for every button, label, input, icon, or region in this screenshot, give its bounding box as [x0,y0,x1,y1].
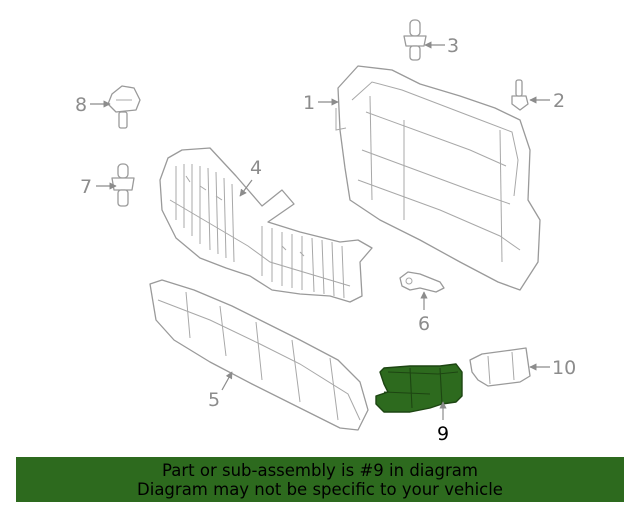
callout-6: 6 [418,291,430,335]
svg-text:7: 7 [80,176,92,198]
part-6-bracket [399,271,445,293]
svg-text:1: 1 [303,92,315,114]
svg-text:5: 5 [208,389,220,411]
part-1-frame [335,65,541,291]
part-2-clip [511,79,529,111]
svg-text:2: 2 [553,90,565,112]
callout-1: 1 [303,92,339,114]
svg-text:9: 9 [437,423,449,445]
callout-2: 2 [529,90,565,112]
svg-text:6: 6 [418,313,430,335]
part-7-bolt [111,163,135,207]
banner-line-disclaimer: Diagram may not be specific to your vehi… [137,479,503,499]
parts-diagram: 1 2 3 4 5 6 7 8 9 10 [75,19,576,445]
part-9-air-duct [375,363,463,413]
callout-8: 8 [75,94,111,116]
svg-text:8: 8 [75,94,87,116]
callout-5: 5 [208,371,233,411]
part-8-fastener [107,85,141,129]
banner-line-part: Part or sub-assembly is #9 in diagram [162,460,478,480]
callout-10: 10 [529,357,576,379]
part-4-grille [159,147,373,303]
svg-text:3: 3 [447,35,459,57]
callout-4: 4 [239,157,262,197]
svg-text:4: 4 [250,157,262,179]
info-banner: Part or sub-assembly is #9 in diagram Di… [16,457,624,502]
callout-9: 9 [437,401,449,445]
callout-3: 3 [424,35,459,57]
part-10-duct [469,347,531,387]
part-3-push-pin [403,19,427,61]
callout-7: 7 [80,176,117,198]
svg-text:10: 10 [552,357,576,379]
part-5-deflector [149,279,369,431]
